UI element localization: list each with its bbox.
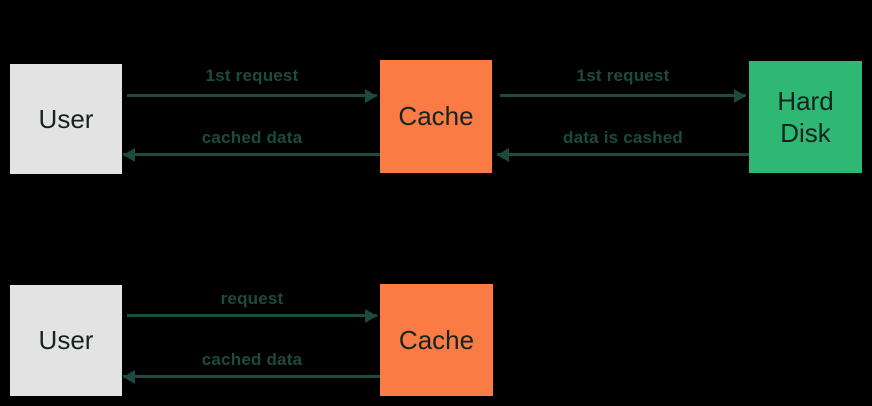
flow-label-cache-to-disk-first-request: 1st request bbox=[576, 66, 670, 85]
user-node-label: User bbox=[38, 103, 94, 134]
hard-disk-node-label: Hard Disk bbox=[777, 85, 834, 149]
flow-label-user-to-cache-first-request: 1st request bbox=[205, 66, 299, 85]
arrow-left-cache-to-user-bottom-icon bbox=[123, 375, 380, 378]
cache-node-bottom: Cache bbox=[380, 284, 493, 396]
arrow-right-user-to-cache-icon bbox=[127, 94, 377, 97]
flow-label-cache-to-user-cached-data: cached data bbox=[201, 128, 303, 147]
hard-disk-node: Hard Disk bbox=[749, 61, 862, 173]
arrow-left-cache-to-user-icon bbox=[123, 153, 380, 156]
flow-label-cache-to-user-cached-data-bottom: cached data bbox=[201, 350, 303, 369]
user-node-top: User bbox=[10, 64, 122, 174]
flow-label-disk-to-cache-data-is-cashed: data is cashed bbox=[563, 128, 683, 147]
user-node-label: User bbox=[38, 325, 94, 356]
arrow-right-user-to-cache-bottom-icon bbox=[127, 314, 377, 317]
arrow-left-disk-to-cache-icon bbox=[497, 153, 749, 156]
flow-label-user-to-cache-request: request bbox=[220, 289, 284, 308]
arrow-right-cache-to-disk-icon bbox=[500, 94, 746, 97]
cache-node-top: Cache bbox=[380, 60, 492, 173]
cache-node-label: Cache bbox=[398, 324, 475, 355]
user-node-bottom: User bbox=[10, 285, 122, 396]
cache-node-label: Cache bbox=[398, 101, 474, 132]
